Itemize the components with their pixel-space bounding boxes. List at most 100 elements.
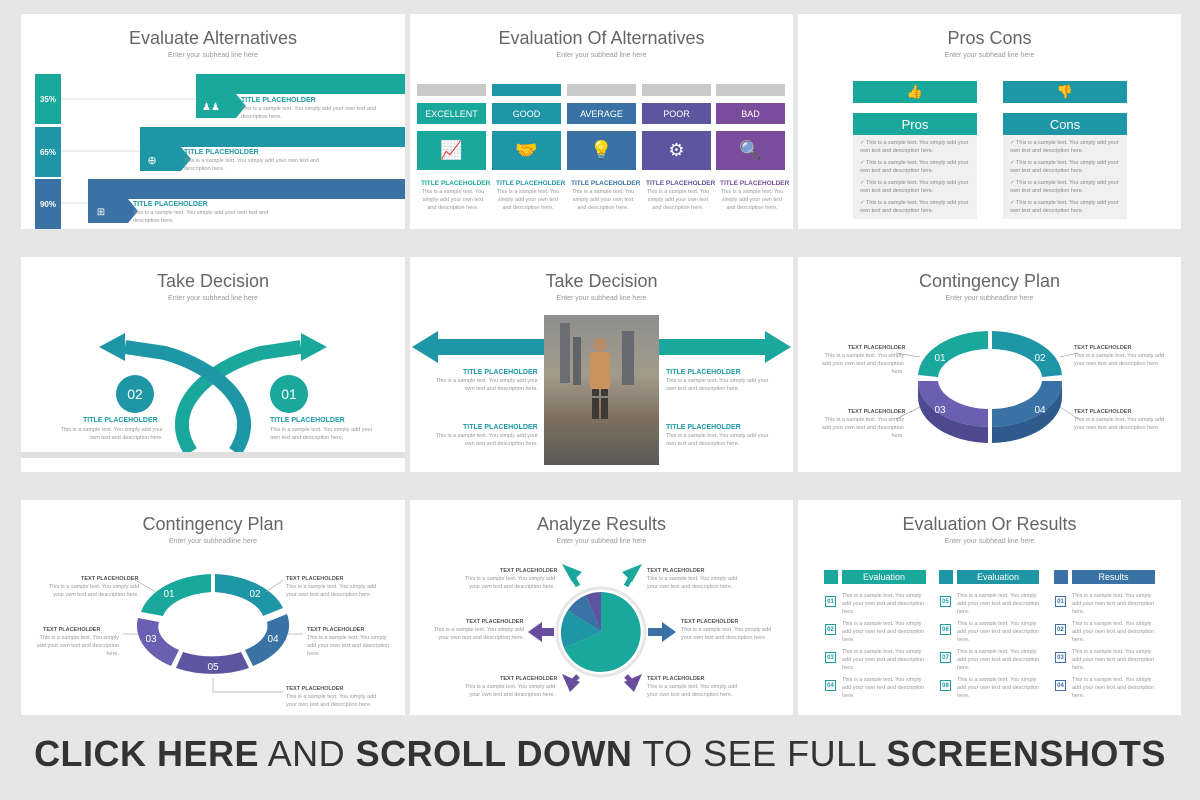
- staircase-shapes: [35, 74, 405, 229]
- photo-detail: [544, 323, 659, 419]
- globe-icon: ⊕: [147, 154, 157, 167]
- handshake-icon: 🤝: [492, 131, 561, 170]
- label-good: GOOD: [492, 103, 561, 124]
- body-text: This is a sample text. You simply add yo…: [646, 189, 710, 211]
- item-number: 02: [1055, 624, 1066, 635]
- title-placeholder: TITLE PLACEHOLDER: [646, 180, 716, 187]
- slide-title: Take Decision: [156, 271, 270, 291]
- step-02-circle: 02: [116, 375, 154, 413]
- slide-title: Evaluate Alternatives: [128, 28, 298, 48]
- text-placeholder: TEXT PLACEHOLDER: [647, 676, 705, 682]
- title-placeholder: TITLE PLACEHOLDER: [463, 424, 538, 431]
- title-placeholder: TITLE PLACEHOLDER: [496, 180, 566, 187]
- body-text: This is a sample text. You simply add yo…: [1072, 649, 1155, 671]
- percent-35: 35%: [39, 94, 56, 104]
- people-icon: ♟♟: [202, 101, 220, 113]
- pros-item: ✓ This is a sample text. You simply add …: [860, 160, 969, 174]
- body-text: This is a sample text. You simply add yo…: [647, 684, 738, 698]
- body-text: This is a sample text. You simply add yo…: [307, 635, 390, 657]
- label-average: AVERAGE: [567, 103, 636, 124]
- slide-evaluate-alternatives: Evaluate Alternatives Enter your subhead…: [21, 14, 405, 229]
- body-text: This is a sample text. You simply add yo…: [48, 584, 139, 598]
- body-text: This is a sample text. You simply add yo…: [1072, 621, 1155, 643]
- body-text: This is a sample text. You simply add yo…: [1072, 677, 1155, 699]
- column-marker: [1054, 570, 1068, 584]
- header-bar: [567, 84, 636, 96]
- body-text: This is a sample text. You simply add yo…: [571, 189, 635, 211]
- body-text: This is a sample text. You simply add yo…: [1072, 593, 1155, 615]
- body-text: This is a sample text. You simply add yo…: [842, 593, 925, 615]
- segment-01-label: 01: [163, 588, 175, 600]
- label-bad: BAD: [716, 103, 785, 124]
- slide-title: Analyze Results: [536, 514, 667, 534]
- banner-click-here[interactable]: CLICK HERE: [34, 733, 260, 774]
- scroll-down-banner[interactable]: CLICK HERE AND SCROLL DOWN TO SEE FULL S…: [0, 733, 1200, 793]
- slide-take-decision-photo: Take Decision Enter your subhead line he…: [410, 257, 793, 472]
- check-icon: ✓: [860, 200, 867, 206]
- title-placeholder: TITLE PLACEHOLDER: [421, 180, 491, 187]
- text-placeholder: TEXT PLACEHOLDER: [307, 627, 365, 633]
- body-text: This is a sample text. You simply add yo…: [821, 417, 904, 439]
- label-excellent: EXCELLENT: [417, 103, 486, 124]
- thumbs-up-icon: 👍: [853, 81, 977, 103]
- title-placeholder: TITLE PLACEHOLDER: [571, 180, 641, 187]
- title-placeholder: TITLE PLACEHOLDER: [666, 369, 741, 376]
- slide-subhead: Enter your subhead line here: [944, 538, 1035, 545]
- segment-05-label: 05: [207, 661, 219, 673]
- slide-evaluation-or-results: Evaluation Or Results Enter your subhead…: [798, 500, 1181, 715]
- title-placeholder: TITLE PLACEHOLDER: [133, 201, 208, 208]
- text-placeholder: TEXT PLACEHOLDER: [81, 576, 139, 582]
- text-placeholder: TEXT PLACEHOLDER: [848, 345, 906, 351]
- column-marker: [824, 570, 838, 584]
- growth-chart-icon: 📈: [417, 131, 486, 170]
- column-header-evaluation: Evaluation: [957, 570, 1039, 584]
- body-text: This is a sample text. You simply add yo…: [133, 210, 269, 224]
- slide-title: Contingency Plan: [918, 271, 1061, 291]
- banner-word: TO SEE FULL: [632, 733, 887, 774]
- item-number: 04: [1055, 680, 1066, 691]
- column-marker: [939, 570, 953, 584]
- banner-word: AND: [259, 733, 356, 774]
- slide-evaluation-of-alternatives: Evaluation Of Alternatives Enter your su…: [410, 14, 793, 229]
- text-placeholder: TEXT PLACEHOLDER: [848, 409, 906, 415]
- body-text: This is a sample text. You simply add yo…: [842, 677, 925, 699]
- text-placeholder: TEXT PLACEHOLDER: [1074, 409, 1132, 415]
- slide-take-decision-loop: Take Decision Enter your subhead line he…: [21, 257, 405, 472]
- body-text: This is a sample text. You simply add yo…: [60, 427, 163, 441]
- body-text: This is a sample text. You simply add yo…: [957, 593, 1040, 615]
- body-text: This is a sample text. You simply add yo…: [433, 627, 524, 641]
- body-text: This is a sample text. You simply add yo…: [241, 106, 377, 120]
- percent-90: 90%: [39, 199, 56, 209]
- body-text: This is a sample text. You simply add yo…: [496, 189, 560, 211]
- body-text: This is a sample text. You simply add yo…: [1074, 417, 1165, 431]
- lightbulb-icon: 💡: [567, 131, 636, 170]
- text-placeholder: TEXT PLACEHOLDER: [647, 568, 705, 574]
- body-text: This is a sample text. You simply add yo…: [464, 684, 555, 698]
- slide-pros-cons: Pros Cons Enter your subhead line here 👍…: [798, 14, 1181, 229]
- item-number: 03: [825, 652, 836, 663]
- slide-subhead: Enter your subhead line here: [944, 52, 1035, 59]
- cons-header: Cons: [1003, 113, 1127, 135]
- body-text: This is a sample text. You simply add yo…: [464, 576, 555, 590]
- body-text: This is a sample text. You simply add yo…: [435, 433, 538, 447]
- body-text: This is a sample text. You simply add yo…: [842, 649, 925, 671]
- check-icon: ✓: [1010, 200, 1017, 206]
- slide-title: Take Decision: [545, 271, 658, 291]
- pros-item: ✓ This is a sample text. You simply add …: [860, 200, 969, 214]
- label-poor: POOR: [642, 103, 711, 124]
- banner-screenshots: SCREENSHOTS: [886, 733, 1166, 774]
- two-way-arrows: [412, 331, 791, 363]
- item-number: 04: [825, 680, 836, 691]
- pros-item: ✓ This is a sample text. You simply add …: [860, 180, 969, 194]
- text-placeholder: TEXT PLACEHOLDER: [500, 568, 558, 574]
- network-icon: ⊞: [96, 206, 106, 218]
- title-placeholder: TITLE PLACEHOLDER: [241, 97, 316, 104]
- header-bar: [417, 84, 486, 96]
- slide-subhead: Enter your subhead line here: [168, 295, 258, 302]
- body-text: This is a sample text. You simply add yo…: [435, 378, 538, 392]
- body-text: This is a sample text. You simply add yo…: [957, 649, 1040, 671]
- body-text: This is a sample text. You simply add yo…: [421, 189, 485, 211]
- text-placeholder: TEXT PLACEHOLDER: [1074, 345, 1132, 351]
- body-text: This is a sample text. You simply add yo…: [666, 433, 769, 447]
- pros-list: [853, 135, 977, 219]
